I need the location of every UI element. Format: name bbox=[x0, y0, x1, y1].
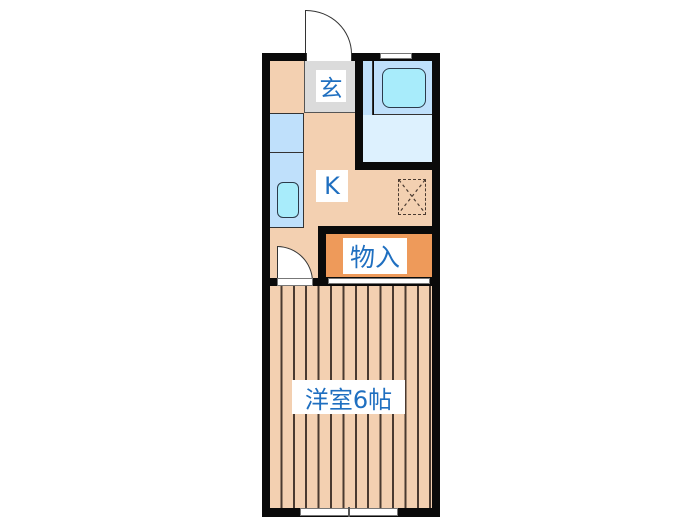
cross-icon bbox=[399, 180, 425, 213]
kitchen-counter-upper bbox=[270, 113, 304, 153]
kitchen-sink bbox=[277, 182, 299, 218]
entry-door-opening bbox=[306, 53, 352, 61]
bathroom-window bbox=[380, 53, 412, 59]
bathtub bbox=[382, 68, 426, 108]
room-door-opening bbox=[277, 278, 313, 286]
western-room-label: 洋室6帖 bbox=[292, 380, 405, 414]
washroom-strip bbox=[363, 61, 373, 115]
bathroom-floor bbox=[363, 115, 432, 162]
storage-label: 物入 bbox=[343, 238, 407, 274]
fridge-space bbox=[398, 179, 426, 215]
entrance-label: 玄 bbox=[316, 70, 346, 102]
entry-door-swing bbox=[305, 10, 352, 54]
kitchen-label: K bbox=[316, 170, 348, 202]
storage-sliding-door-lower bbox=[328, 278, 430, 284]
window-divider bbox=[348, 507, 350, 517]
